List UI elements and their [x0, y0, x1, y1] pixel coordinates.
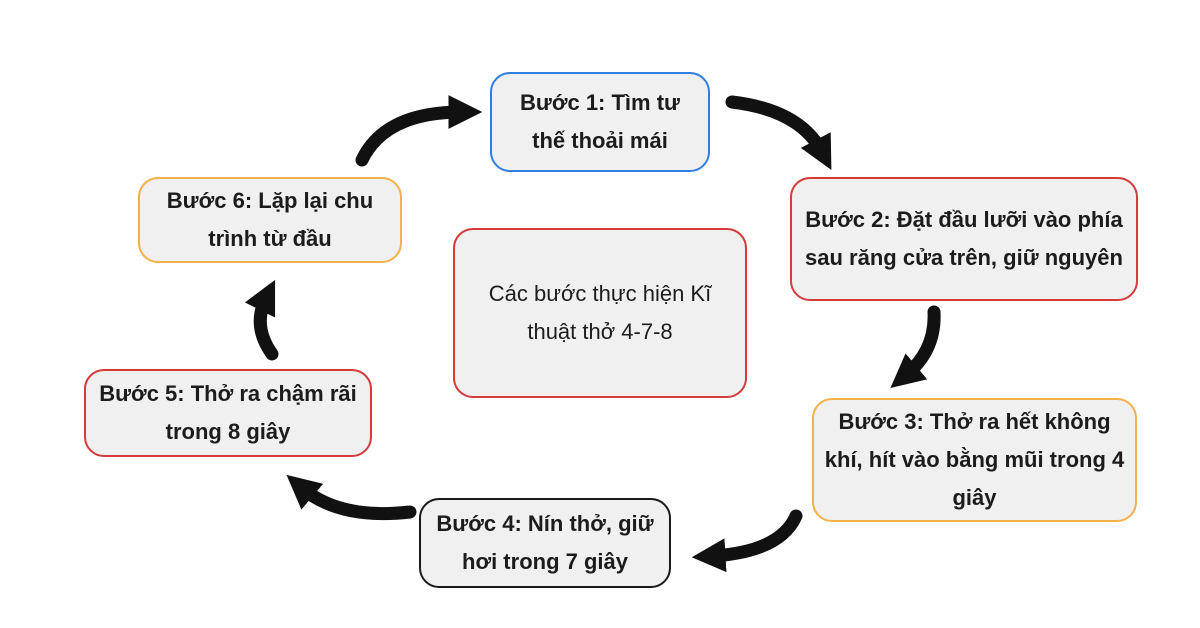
- arrow-step5-to-step6: [244, 279, 279, 361]
- center-title: Các bước thực hiện Kĩ thuật thở 4-7-8: [488, 281, 712, 344]
- step-3-box: Bước 3: Thở ra hết không khí, hít vào bằ…: [812, 398, 1137, 522]
- arrow-step2-to-step3: [890, 305, 941, 388]
- step-4-box: Bước 4: Nín thở, giữ hơi trong 7 giây: [419, 498, 671, 588]
- arrow-step4-to-step5: [286, 474, 417, 521]
- center-title-box: Các bước thực hiện Kĩ thuật thở 4-7-8: [453, 228, 747, 398]
- step-5-label: Bước 5: Thở ra chậm rãi trong 8 giây: [99, 381, 357, 444]
- arrow-step1-to-step2: [725, 95, 832, 170]
- arrow-step6-to-step1: [355, 95, 483, 167]
- step-5-box: Bước 5: Thở ra chậm rãi trong 8 giây: [84, 369, 372, 457]
- step-2-label: Bước 2: Đặt đầu lưỡi vào phía sau răng c…: [805, 207, 1123, 270]
- step-1-box: Bước 1: Tìm tư thế thoải mái: [490, 72, 710, 172]
- step-6-label: Bước 6: Lặp lại chu trình từ đầu: [166, 188, 374, 251]
- step-1-label: Bước 1: Tìm tư thế thoải mái: [520, 90, 680, 153]
- arrow-step3-to-step4: [691, 509, 803, 573]
- step-2-box: Bước 2: Đặt đầu lưỡi vào phía sau răng c…: [790, 177, 1138, 301]
- step-6-box: Bước 6: Lặp lại chu trình từ đầu: [138, 177, 402, 263]
- step-3-label: Bước 3: Thở ra hết không khí, hít vào bằ…: [824, 409, 1125, 510]
- step-4-label: Bước 4: Nín thở, giữ hơi trong 7 giây: [436, 511, 654, 574]
